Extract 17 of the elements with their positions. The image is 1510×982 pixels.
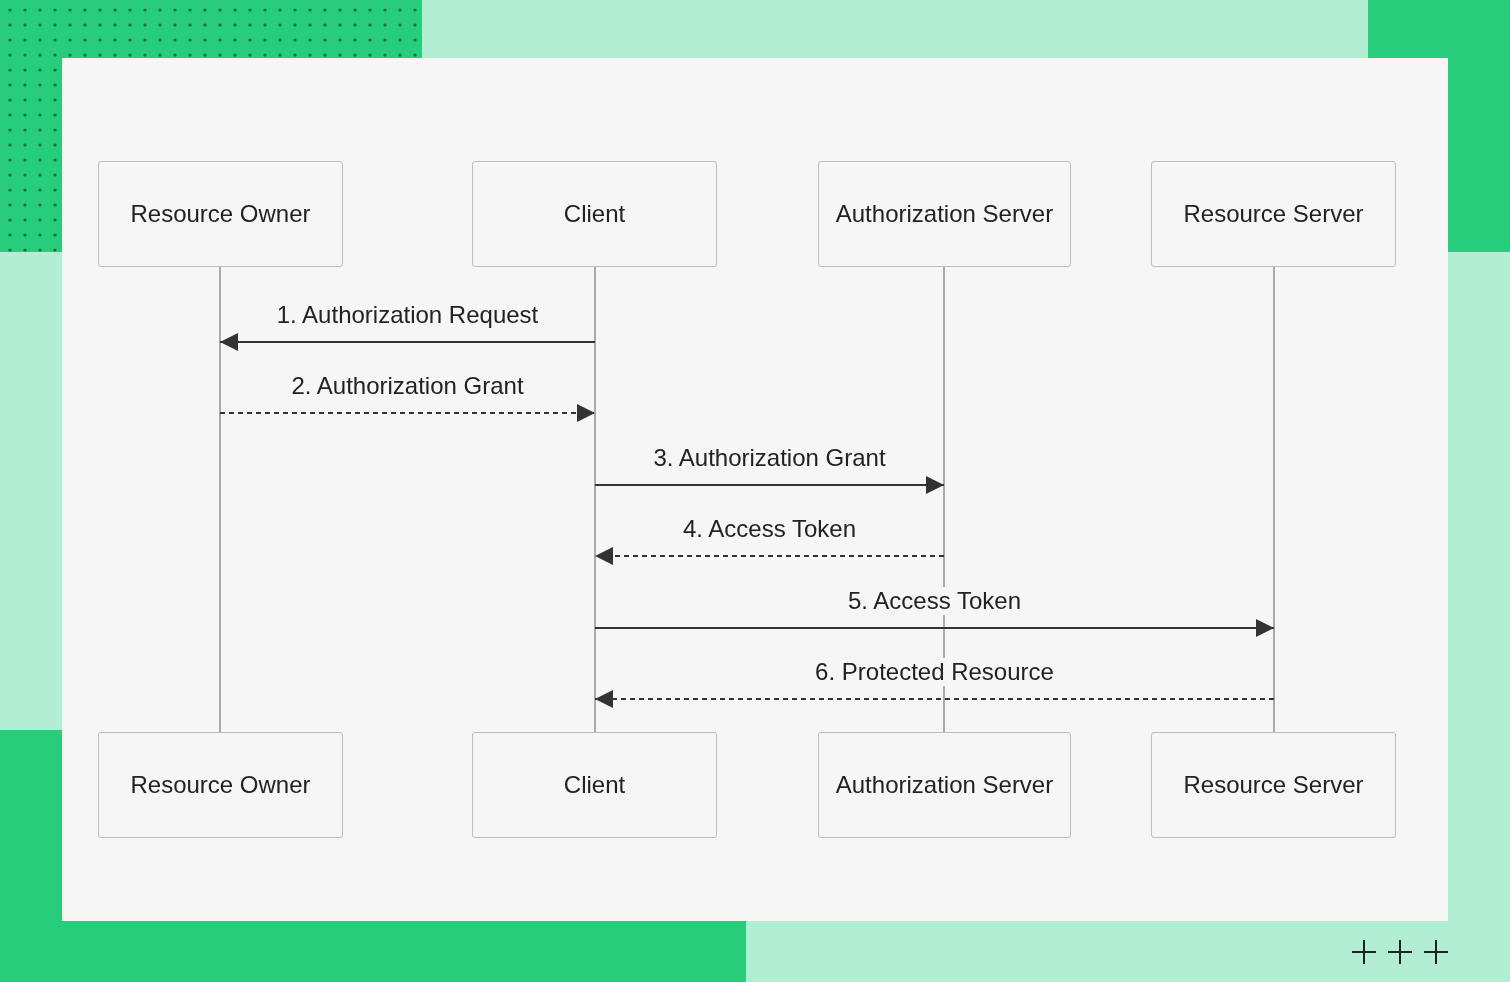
participant-box: Resource Owner [98,732,343,838]
lifeline [594,267,596,732]
message-arrow [594,619,1275,637]
message-arrow [594,476,945,494]
lifeline [1273,267,1275,732]
message-arrow [219,333,596,351]
participant-box: Client [472,161,717,267]
participant-box: Client [472,732,717,838]
participant-box: Resource Owner [98,161,343,267]
participant-box: Resource Server [1151,161,1396,267]
participant-box: Authorization Server [818,161,1071,267]
lifeline [219,267,221,732]
message-arrow [594,547,945,565]
participant-box: Authorization Server [818,732,1071,838]
participant-box: Resource Server [1151,732,1396,838]
message-arrow [594,690,1275,708]
message-arrow [219,404,596,422]
